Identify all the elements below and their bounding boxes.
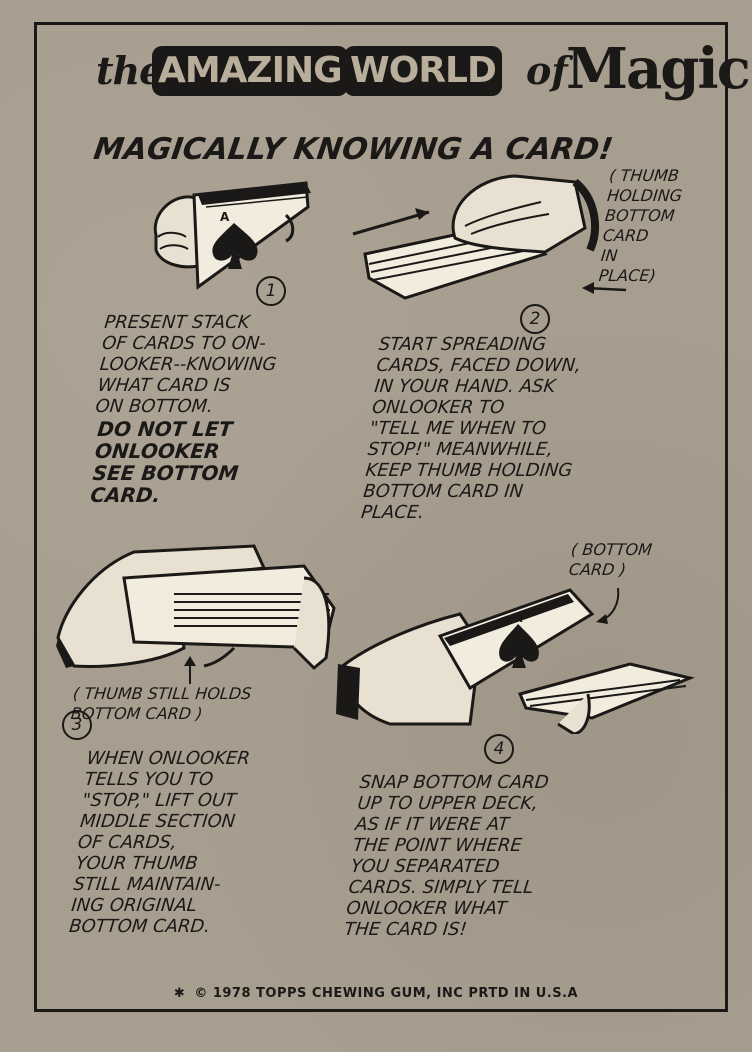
step-2-text: START SPREADING CARDS, FACED DOWN, IN YO… [360, 334, 583, 523]
step-4-text: SNAP BOTTOM CARD UP TO UPPER DECK, AS IF… [343, 772, 550, 940]
step-1-warning: DO NOT LET ONLOOKER SEE BOTTOM CARD. [89, 417, 240, 507]
page-title: MAGICALLY KNOWING A CARD! [91, 132, 616, 167]
step-number-2: 2 [520, 304, 550, 334]
step-3-text: WHEN ONLOOKER TELLS YOU TO "STOP," LIFT … [68, 748, 251, 937]
illustration-step-4: A [336, 588, 695, 734]
card-rank: A [220, 210, 230, 224]
star-icon: ✱ [173, 986, 186, 1001]
spade-icon [499, 624, 539, 668]
step-1-text: PRESENT STACK OF CARDS TO ON- LOOKER--KN… [94, 312, 278, 417]
step-number-1: 1 [256, 276, 286, 306]
arrow-left-icon [582, 282, 627, 294]
card-border [34, 22, 728, 1012]
arrow-down-left-icon [596, 587, 620, 624]
illustration-step-2 [352, 174, 599, 300]
illustration-step-3 [56, 544, 336, 671]
header-amazing: AMAZING [152, 46, 348, 96]
card-rank-step-4: A [514, 612, 523, 625]
header-logo: the AMAZING WORLD of Magic [96, 34, 751, 114]
header-magic: Magic [566, 36, 751, 102]
illustration-step-1: A [153, 181, 311, 290]
copyright-text: © 1978 TOPPS CHEWING GUM, INC PRTD IN U.… [194, 986, 579, 1001]
step-number-3: 3 [62, 710, 92, 740]
note-thumb-holding: ( THUMB HOLDING BOTTOM CARD IN PLACE) [597, 166, 684, 285]
step-number-4: 4 [484, 734, 514, 764]
header-world: WORLD [344, 46, 502, 96]
arrow-up-icon [184, 656, 196, 684]
header-of: of [526, 48, 568, 93]
spade-icon [212, 223, 258, 269]
copyright-footer: ✱ © 1978 TOPPS CHEWING GUM, INC PRTD IN … [0, 986, 752, 1001]
note-bottom-card: ( BOTTOM CARD ) [568, 540, 653, 579]
note-thumb-still: ( THUMB STILL HOLDS BOTTOM CARD ) [70, 684, 253, 723]
